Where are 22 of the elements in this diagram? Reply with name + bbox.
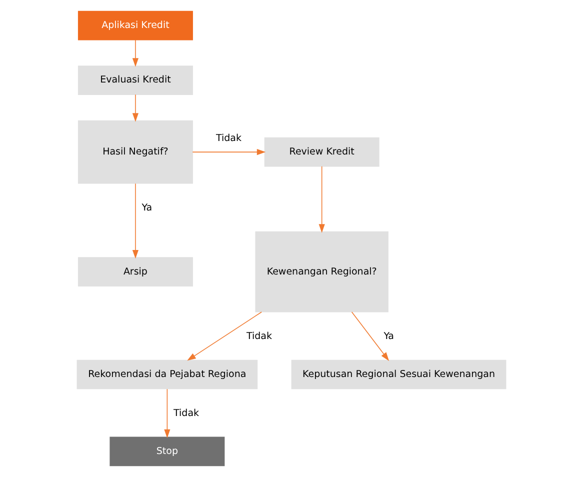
node-box: Keputusan Regional Sesuai Kewenangan: [291, 360, 506, 390]
edge-label: Tidak: [216, 133, 242, 144]
node-box: Kewenangan Regional?: [255, 231, 388, 312]
arrow: [351, 312, 390, 361]
arrow: [187, 312, 262, 361]
node-box: Hasil Negatif?: [78, 120, 193, 184]
arrow: [192, 149, 266, 156]
edge-label: Ya: [142, 202, 152, 214]
arrow: [164, 388, 170, 438]
arrow: [132, 40, 139, 67]
arrow: [132, 94, 139, 122]
node-box: Evaluasi Kredit: [78, 66, 193, 95]
node-box: Stop: [110, 436, 225, 466]
edge-label: Tidak: [174, 408, 200, 419]
arrow: [318, 166, 325, 233]
node-box: Arsip: [78, 257, 193, 286]
arrow: [132, 183, 139, 259]
node-box: Rekomendasi da Pejabat Regiona: [76, 360, 258, 390]
node-box: Review Kredit: [264, 137, 380, 167]
edge-label: Tidak: [246, 330, 272, 342]
node-box: Aplikasi Kredit: [78, 10, 193, 40]
edge-label: Ya: [384, 330, 394, 342]
